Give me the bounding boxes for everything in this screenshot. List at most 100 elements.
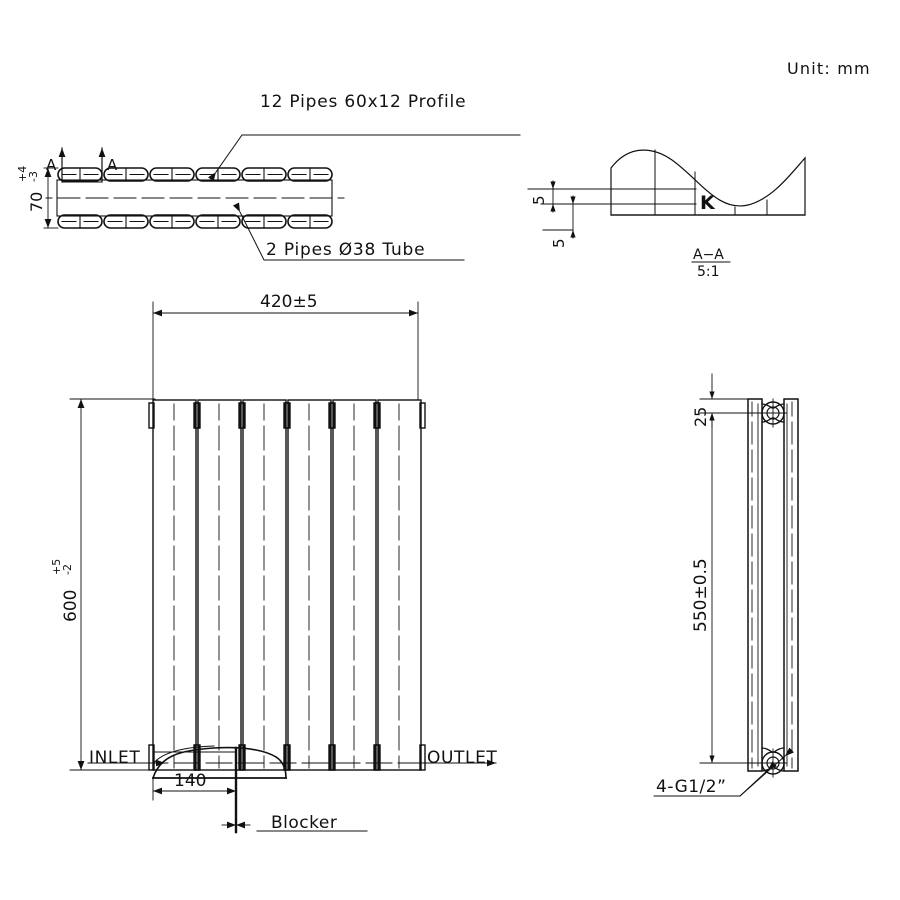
- section-scale-label: 5:1: [697, 264, 720, 280]
- tube-callout-label: 2 Pipes Ø38 Tube: [266, 240, 425, 260]
- section-title-block: A−A 5:1: [691, 247, 731, 280]
- side-left-panel: [747, 398, 763, 772]
- tube-callout: 2 Pipes Ø38 Tube: [232, 202, 465, 261]
- column-body: [152, 399, 197, 771]
- blocker-label: Blocker: [271, 813, 337, 833]
- section-marks: A A: [46, 147, 118, 183]
- top-view-pipes-lower: [57, 214, 333, 229]
- side-top-offset-label: 25: [691, 407, 710, 427]
- front-height-tol-upper: +5: [50, 559, 63, 575]
- column-body: [332, 399, 377, 771]
- column-top-lug: [193, 402, 200, 429]
- port-fillet: [773, 747, 785, 753]
- blocker-annotation: Blocker: [221, 813, 368, 833]
- section-profile-outline: [610, 149, 806, 216]
- outlet-annotation: OUTLET: [420, 748, 497, 768]
- column-bottom-lug: [373, 744, 380, 771]
- column-bottom-lug: [193, 744, 200, 771]
- bottom-manifold: [151, 745, 287, 780]
- radiator-column: [373, 399, 426, 771]
- pipe-group: [287, 214, 333, 229]
- front-height-value: 600: [61, 590, 81, 622]
- top-view: 70 +4 -3 A A 12 Pipes 60x12 Profile 2 Pi…: [16, 92, 521, 261]
- column-body: [197, 399, 242, 771]
- side-centre-dim-label: 550±0.5: [691, 558, 711, 632]
- outlet-label: OUTLET: [427, 748, 497, 768]
- column-body: [242, 399, 287, 771]
- radiator-column: [238, 399, 291, 771]
- column-top-lug: [238, 402, 245, 429]
- column-top-lug: [283, 402, 290, 429]
- leader-line: [208, 134, 521, 182]
- side-port-bottom: [758, 747, 788, 778]
- column-bottom-lug: [419, 744, 426, 771]
- unit-note: Unit: mm: [787, 59, 871, 78]
- leader-line: [232, 202, 465, 261]
- top-depth-tol-upper: +4: [16, 166, 29, 182]
- side-right-panel: [783, 398, 799, 772]
- panel-outline: [783, 398, 799, 772]
- pipe-group: [241, 214, 287, 229]
- column-body: [287, 399, 332, 771]
- manifold-right-curve: [274, 755, 287, 779]
- radiator-column: [148, 399, 201, 771]
- blocker-offset-dimension: 140: [152, 771, 237, 801]
- pipe-group: [195, 214, 241, 229]
- top-depth-tol-lower: -3: [27, 171, 40, 182]
- front-width-dimension: 420±5: [152, 292, 419, 401]
- section-a-a: K 5 5 A−A 5:1: [527, 149, 806, 280]
- manifold-inner-curve: [152, 745, 215, 765]
- column-bottom-lug: [238, 744, 245, 771]
- port-fillet: [773, 417, 785, 423]
- profile-callout-label: 12 Pipes 60x12 Profile: [260, 92, 466, 112]
- side-top-offset-dimension: 25: [691, 373, 763, 428]
- inlet-label: INLET: [89, 748, 140, 768]
- pipe-group: [241, 167, 287, 182]
- front-height-dimension: 600 +5 -2: [50, 398, 156, 771]
- radiator-column: [193, 399, 246, 771]
- section-dim-lower: 5: [542, 195, 576, 248]
- side-view: 25 550±0.5 4-G1/2”: [653, 373, 799, 797]
- column-top-lug: [328, 402, 335, 429]
- radiator-column: [328, 399, 381, 771]
- port-fillet: [761, 747, 773, 753]
- section-mark-label-a2: A: [107, 156, 118, 174]
- front-view-columns: [148, 399, 426, 771]
- front-width-label: 420±5: [260, 292, 318, 312]
- column-body: [377, 399, 422, 771]
- k-callout-label: K: [700, 192, 716, 214]
- pipe-group: [57, 167, 103, 182]
- inlet-annotation: INLET: [87, 748, 166, 768]
- column-bottom-lug: [148, 744, 155, 771]
- section-title-label: A−A: [693, 247, 724, 263]
- column-top-lug: [148, 402, 155, 429]
- pipe-group: [287, 167, 333, 182]
- column-top-lug: [373, 402, 380, 429]
- pipe-group: [103, 167, 149, 182]
- side-port-top: [758, 398, 788, 428]
- front-view: 420±5 600 +5 -2: [50, 292, 497, 834]
- top-depth-value: 70: [27, 192, 46, 212]
- section-dim-upper: 5: [530, 180, 556, 213]
- port-thread-label: 4-G1/2”: [656, 777, 726, 797]
- pipe-group: [103, 214, 149, 229]
- pipe-group: [149, 214, 195, 229]
- section-dim-lower-label: 5: [550, 238, 568, 248]
- side-centre-dimension: 550±0.5: [691, 412, 763, 764]
- blocker-offset-label: 140: [174, 771, 206, 791]
- pipe-group: [57, 214, 103, 229]
- front-height-tol-lower: -2: [61, 564, 74, 575]
- top-view-pipes-upper: [57, 167, 333, 182]
- column-top-lug: [419, 402, 426, 429]
- port-fillet: [761, 417, 773, 423]
- column-bottom-lug: [328, 744, 335, 771]
- section-mark-label-a1: A: [46, 156, 57, 174]
- port-thread-callout: 4-G1/2”: [653, 747, 794, 797]
- panel-outline: [747, 398, 763, 772]
- leader-line-secondary: [739, 747, 794, 797]
- profile-callout: 12 Pipes 60x12 Profile: [208, 92, 521, 182]
- pipe-group: [149, 167, 195, 182]
- column-bottom-lug: [283, 744, 290, 771]
